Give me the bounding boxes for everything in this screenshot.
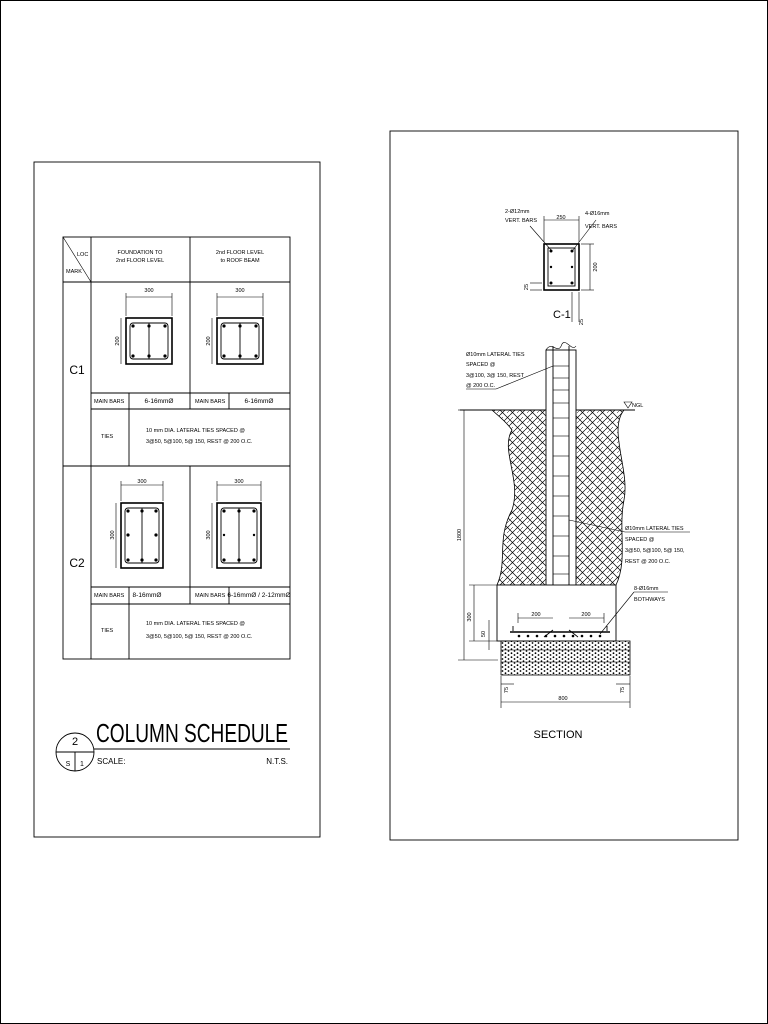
- title-sheet-right: 1: [80, 761, 84, 768]
- c2-ties-label: TIES: [101, 628, 114, 634]
- c1-ties-line1: 10 mm DIA. LATERAL TIES SPACED @: [146, 428, 245, 434]
- schedule-sheet-frame: [33, 161, 321, 838]
- svg-text:SPACED @: SPACED @: [466, 362, 496, 368]
- svg-text:@ 200 O.C.: @ 200 O.C.: [466, 383, 496, 389]
- svg-text:200: 200: [531, 612, 540, 618]
- c1-main-bars-label: MAIN BARS: [94, 399, 125, 405]
- header-col2-line2: to ROOF BEAM: [220, 258, 260, 264]
- section-title: SECTION: [534, 729, 583, 741]
- column-shaft: [545, 349, 577, 591]
- svg-text:VERT. BARS: VERT. BARS: [505, 218, 537, 224]
- detail-label-c1: C-1: [553, 309, 571, 321]
- c2-ties-line2: 3@50, 5@100, 5@ 150, REST @ 200 O.C.: [146, 634, 253, 640]
- c1-ties-label: TIES: [101, 434, 114, 440]
- schedule-table: [62, 236, 291, 660]
- svg-text:300: 300: [235, 288, 244, 294]
- title-sheet-left: S: [66, 761, 71, 768]
- c2-main-bars-label: MAIN BARS: [94, 593, 125, 599]
- title-column-schedule: COLUMN SCHEDULE: [96, 718, 288, 748]
- c1-section-foundation: 300 200: [115, 288, 173, 365]
- header-mark: MARK: [66, 269, 82, 275]
- svg-text:800: 800: [558, 696, 567, 702]
- section-sheet-frame: [389, 130, 739, 841]
- c2-main-bars-label-2: MAIN BARS: [195, 593, 226, 599]
- svg-text:1800: 1800: [457, 529, 463, 541]
- svg-text:300: 300: [144, 288, 153, 294]
- svg-text:200: 200: [115, 336, 121, 345]
- section-sheet: 250 200 25 25 2-Ø12mm VERT. BARS 4-Ø16mm…: [389, 130, 739, 841]
- svg-text:25: 25: [579, 319, 585, 325]
- svg-text:200: 200: [581, 612, 590, 618]
- svg-text:REST @ 200 O.C.: REST @ 200 O.C.: [625, 559, 671, 565]
- svg-text:200: 200: [593, 262, 599, 271]
- scale-value: N.T.S.: [266, 757, 288, 766]
- column-schedule-sheet: LOC MARK FOUNDATION TO 2nd FLOOR LEVEL 2…: [33, 161, 321, 838]
- svg-text:8-Ø16mm: 8-Ø16mm: [634, 586, 659, 592]
- svg-text:75: 75: [504, 687, 510, 693]
- c2-main-bars-1: 8-16mmØ: [133, 592, 162, 599]
- c1-main-bars-2: 6-16mmØ: [245, 398, 274, 405]
- svg-text:75: 75: [620, 687, 626, 693]
- c1-section-roof: 300 200: [206, 288, 264, 365]
- svg-text:Ø10mm LATERAL TIES: Ø10mm LATERAL TIES: [466, 352, 525, 358]
- header-loc: LOC: [77, 252, 88, 258]
- svg-text:300: 300: [137, 479, 146, 485]
- header-col2-line1: 2nd FLOOR LEVEL: [216, 250, 264, 256]
- svg-text:300: 300: [467, 612, 473, 621]
- svg-text:300: 300: [234, 479, 243, 485]
- svg-text:4-Ø16mm: 4-Ø16mm: [585, 211, 610, 217]
- schedule-title-block: 2 S 1 COLUMN SCHEDULE SCALE: N.T.S.: [55, 718, 290, 772]
- c1-ties-line2: 3@50, 5@100, 5@ 150, REST @ 200 O.C.: [146, 439, 253, 445]
- c2-main-bars-2: 6-16mmØ / 2-12mmØ: [227, 592, 290, 599]
- column-detail-c1: 250 200 25 25 2-Ø12mm VERT. BARS 4-Ø16mm…: [505, 209, 617, 325]
- header-col1-line2: 2nd FLOOR LEVEL: [116, 258, 164, 264]
- svg-text:SPACED @: SPACED @: [625, 537, 655, 543]
- scale-label: SCALE:: [97, 757, 125, 766]
- c1-main-bars-label-2: MAIN BARS: [195, 399, 226, 405]
- c2-ties-line1: 10 mm DIA. LATERAL TIES SPACED @: [146, 621, 245, 627]
- svg-text:25: 25: [524, 284, 530, 290]
- svg-text:VERT. BARS: VERT. BARS: [585, 224, 617, 230]
- svg-text:50: 50: [481, 631, 487, 637]
- gravel-base: [500, 640, 631, 676]
- svg-text:2-Ø12mm: 2-Ø12mm: [505, 209, 530, 215]
- svg-text:BOTHWAYS: BOTHWAYS: [634, 597, 665, 603]
- svg-text:300: 300: [206, 530, 212, 539]
- title-number: 2: [72, 736, 78, 748]
- row-mark-c2: C2: [69, 556, 85, 570]
- svg-text:Ø10mm LATERAL TIES: Ø10mm LATERAL TIES: [625, 526, 684, 532]
- svg-text:3@50, 5@100, 5@ 150,: 3@50, 5@100, 5@ 150,: [625, 548, 685, 554]
- svg-text:300: 300: [110, 530, 116, 539]
- c1-main-bars-1: 6-16mmØ: [145, 398, 174, 405]
- c2-section-roof: 300 300: [206, 479, 262, 569]
- c2-section-foundation: 300 300: [110, 479, 164, 569]
- svg-text:3@100, 3@ 150, REST: 3@100, 3@ 150, REST: [466, 373, 525, 379]
- ngl-label: NGL: [632, 403, 643, 409]
- svg-text:250: 250: [556, 215, 565, 221]
- header-col1-line1: FOUNDATION TO: [118, 250, 164, 256]
- svg-text:200: 200: [206, 336, 212, 345]
- row-mark-c1: C1: [69, 363, 85, 377]
